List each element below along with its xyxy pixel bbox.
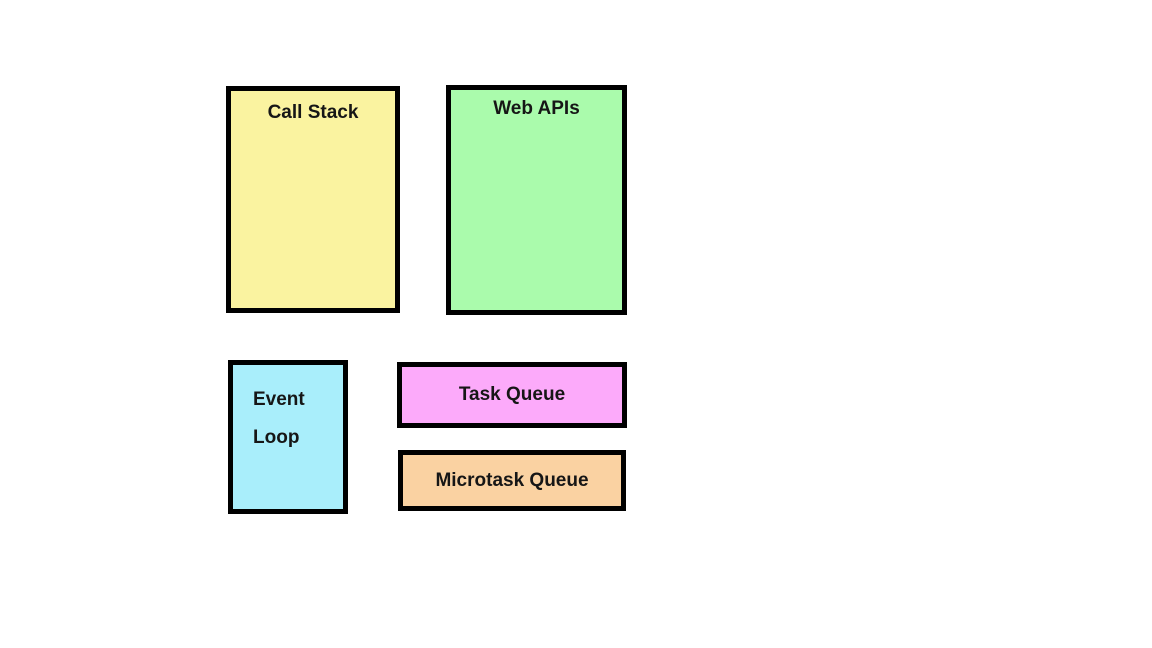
task-queue-box: Task Queue [397,362,627,428]
web-apis-label: Web APIs [493,98,580,119]
event-loop-label-line2: Loop [253,427,300,448]
call-stack-label: Call Stack [267,102,359,123]
event-loop-box: Event Loop [228,360,348,514]
microtask-queue-box: Microtask Queue [398,450,626,511]
task-queue-label: Task Queue [458,384,566,405]
web-apis-box: Web APIs [446,85,627,315]
call-stack-box: Call Stack [226,86,400,313]
microtask-queue-label: Microtask Queue [435,469,589,491]
event-loop-label-line1: Event [253,389,305,410]
